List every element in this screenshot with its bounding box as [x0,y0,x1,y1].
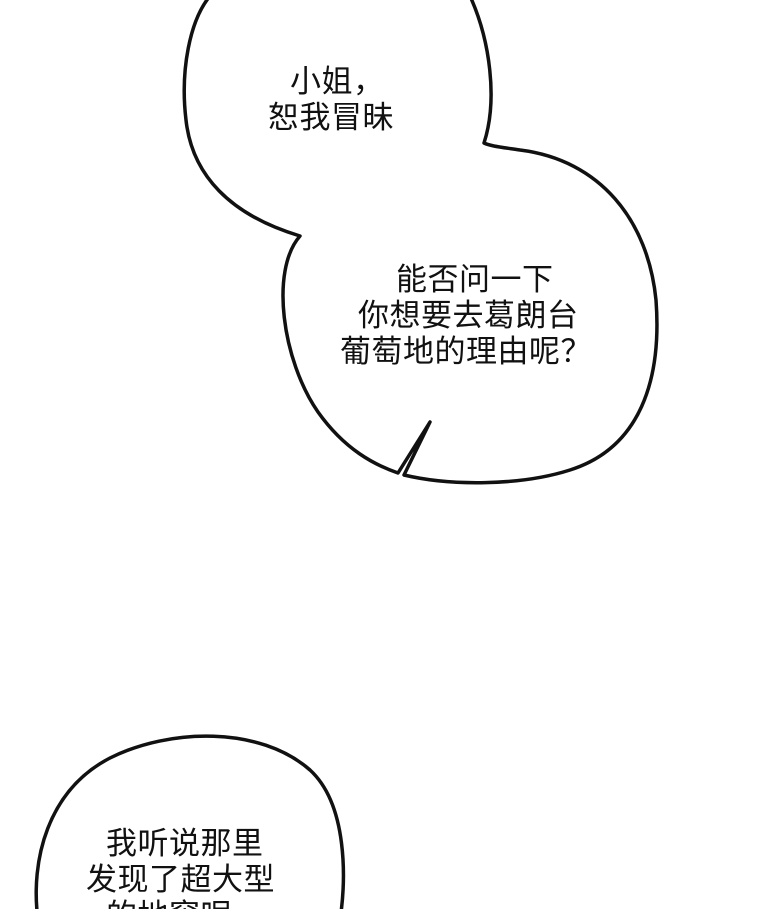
speech-line: 发现了超大型 [86,862,275,898]
speech-text-2: 能否问一下 你想要去葛朗台 葡萄地的理由呢？ [340,262,592,370]
speech-line: 我听说那里 [106,826,264,862]
speech-bubble-upper [182,0,659,485]
speech-line: 葡萄地的理由呢？ [340,334,592,370]
speech-bubble-lower [34,734,346,909]
speech-line: 恕我冒昧 [268,100,394,136]
speech-line: 你想要去葛朗台 [358,298,579,334]
speech-line: 的地窖呢 [86,898,275,909]
speech-text-1: 小姐， 恕我冒昧 [268,64,394,136]
speech-line: 能否问一下 [396,262,554,298]
speech-line: 小姐， [290,64,385,100]
speech-text-3: 我听说那里 发现了超大型 的地窖呢 [86,826,275,909]
